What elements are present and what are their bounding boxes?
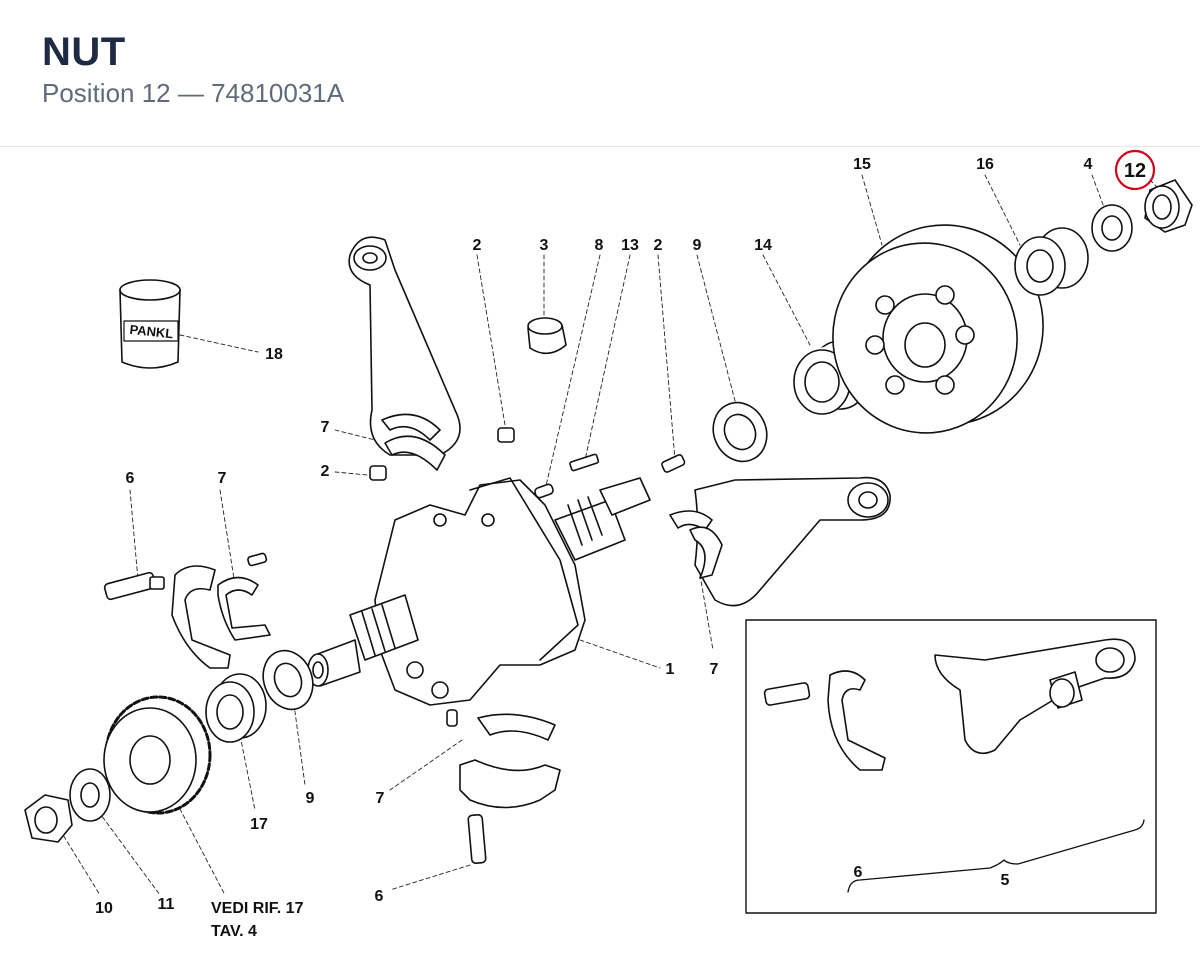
callout-3: 3 xyxy=(540,237,549,254)
part-9-washer-lower xyxy=(262,649,314,711)
part-title: NUT xyxy=(42,30,126,74)
callout-11: 11 xyxy=(158,896,175,913)
exploded-diagram-svg: PANKL xyxy=(24,149,1193,940)
reference-note-line1: VEDI RIF. 17 xyxy=(211,900,304,917)
lower-bearing-shells xyxy=(446,709,561,864)
callout-8: 8 xyxy=(595,237,604,254)
exploded-diagram: PANKL xyxy=(0,147,1200,965)
pankl-package: PANKL xyxy=(119,279,181,369)
part-17-bushing xyxy=(205,673,267,743)
connecting-rod-upper xyxy=(348,236,461,471)
callout-6b: 6 xyxy=(375,888,384,905)
callout-7a: 7 xyxy=(321,419,330,436)
part-3-cap xyxy=(527,317,567,355)
callout-7b: 7 xyxy=(218,470,227,487)
part-9-washer-upper xyxy=(712,401,768,463)
callout-6c: 6 xyxy=(854,864,863,881)
inset-detail xyxy=(745,619,1157,914)
connecting-rod-right xyxy=(669,476,891,607)
gear xyxy=(103,695,212,815)
callout-13: 13 xyxy=(621,237,639,254)
callout-2c: 2 xyxy=(321,463,330,480)
header: NUT Position 12 — 74810031A xyxy=(0,0,1200,146)
part-12-nut xyxy=(1144,179,1193,233)
part-11-washer xyxy=(69,768,111,822)
part-4-washer xyxy=(1091,204,1133,252)
callout-7c: 7 xyxy=(710,661,719,678)
callout-2b: 2 xyxy=(654,237,663,254)
part-position-number: Position 12 — 74810031A xyxy=(42,78,345,108)
reference-note-line2: TAV. 4 xyxy=(211,923,257,940)
callout-17: 17 xyxy=(250,816,268,833)
callout-1: 1 xyxy=(666,661,675,678)
callout-7d: 7 xyxy=(376,790,385,807)
callout-14: 14 xyxy=(754,237,772,254)
part-1-crankshaft xyxy=(307,477,651,706)
callout-10: 10 xyxy=(95,900,113,917)
callout-2a: 2 xyxy=(473,237,482,254)
part-16-spacer xyxy=(1014,227,1089,296)
part-15-flywheel xyxy=(832,224,1044,434)
header-divider xyxy=(0,146,1200,147)
callout-4: 4 xyxy=(1084,156,1093,173)
part-10-nut xyxy=(24,794,73,843)
callout-9b: 9 xyxy=(306,790,315,807)
callout-9a: 9 xyxy=(693,237,702,254)
left-bearing-shells xyxy=(103,565,271,669)
callout-16: 16 xyxy=(976,156,994,173)
callout-15: 15 xyxy=(853,156,871,173)
highlight-circle xyxy=(1114,149,1156,191)
pankl-brand-label: PANKL xyxy=(129,322,174,342)
callout-12: 12 xyxy=(1124,160,1146,182)
callout-18: 18 xyxy=(265,346,283,363)
callout-5: 5 xyxy=(1001,872,1010,889)
callout-6a: 6 xyxy=(126,470,135,487)
